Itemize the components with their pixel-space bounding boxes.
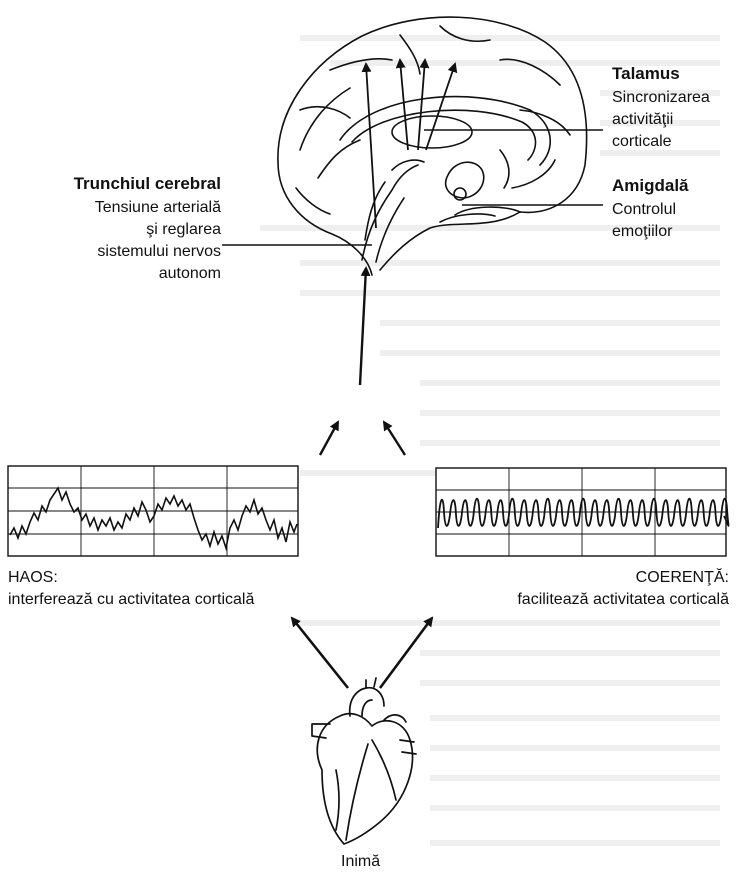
trunchi-line-4: autonom — [159, 264, 221, 284]
brain-arrow-3 — [418, 60, 425, 150]
haos-desc: interferează cu activitatea corticală — [8, 590, 254, 610]
arrow-from-haos — [320, 422, 338, 455]
brain-arrow-2 — [400, 60, 408, 150]
talamus-line-1: Sincronizarea — [612, 88, 710, 108]
trunchi-line-3: sistemului nervos — [97, 242, 221, 262]
coerenta-waveform-box — [436, 468, 729, 556]
arrow-from-coerenta — [384, 422, 405, 455]
amigdala-title: Amigdală — [612, 176, 689, 196]
main-up-arrow — [360, 268, 366, 385]
haos-title: HAOS: — [8, 568, 58, 588]
talamus-line-2: activităţii — [612, 110, 673, 130]
coerenta-title: COERENŢĂ: — [636, 568, 729, 588]
arrow-heart-to-coerenta — [380, 618, 432, 688]
trunchi-line-2: şi reglarea — [146, 220, 221, 240]
brain-arrow-1 — [366, 64, 376, 228]
talamus-title: Talamus — [612, 64, 680, 84]
haos-waveform-box — [8, 466, 298, 556]
coerenta-desc: facilitează activitatea corticală — [517, 590, 729, 610]
heart-illustration — [312, 678, 416, 844]
arrow-heart-to-haos — [292, 618, 348, 688]
brain-arrow-4 — [426, 64, 455, 150]
talamus-line-3: corticale — [612, 132, 672, 152]
brain-illustration — [278, 17, 587, 275]
amigdala-line-1: Controlul — [612, 200, 676, 220]
inima-label: Inimă — [341, 852, 380, 872]
trunchi-title: Trunchiul cerebral — [74, 174, 221, 194]
trunchi-line-1: Tensiune arterială — [95, 198, 221, 218]
amigdala-line-2: emoţiilor — [612, 222, 672, 242]
